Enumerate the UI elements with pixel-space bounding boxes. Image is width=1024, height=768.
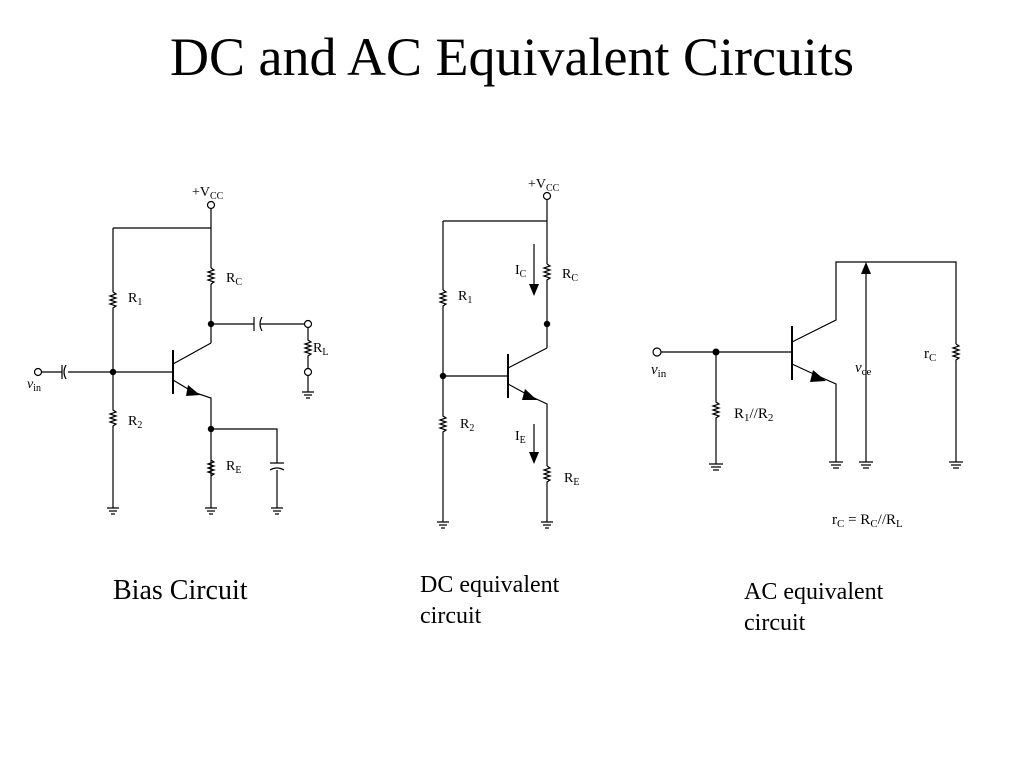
dc-re-label: RE <box>564 471 579 488</box>
dc-vcc-terminal <box>542 191 552 201</box>
bias-rl-resistor <box>303 328 313 368</box>
dc-emitter-arrow <box>522 389 537 400</box>
dc-rc-resistor <box>542 263 552 348</box>
ac-rc-equation: rC = RC//RL <box>832 512 903 530</box>
bias-bypass-capacitor <box>269 462 285 471</box>
ac-vce-label: vce <box>855 360 872 378</box>
bias-rc-resistor <box>206 267 216 285</box>
ac-ground-symbols <box>709 461 963 471</box>
dc-transistor-leads <box>507 347 548 466</box>
bias-r1-resistor <box>108 291 118 372</box>
bias-vcc-terminal <box>206 200 216 210</box>
bias-vin-label: vin <box>27 377 41 394</box>
bias-vin-terminal <box>33 367 43 377</box>
ac-circuit: vin R1//R2 rC vce rC = RC//RL <box>651 261 963 530</box>
bias-vcc-label: +VCC <box>192 185 224 202</box>
dc-ground-symbols <box>437 521 553 529</box>
bias-rl-terminal <box>303 367 313 377</box>
bias-emitter-arrow <box>186 385 200 396</box>
bias-r1-label: R1 <box>128 291 142 308</box>
dc-r2-label: R2 <box>460 417 474 434</box>
ac-vin-label: vin <box>651 362 667 380</box>
dc-circuit-caption: DC equivalent circuit <box>420 572 560 630</box>
ac-rpar-label: R1//R2 <box>734 406 773 424</box>
bias-rl-label: RL <box>313 341 328 358</box>
bias-bypass-wire <box>211 428 278 508</box>
ac-circuit-caption: AC equivalent circuit <box>744 579 884 637</box>
dc-vcc-label: +VCC <box>528 177 560 194</box>
ac-rpar-resistor <box>711 352 721 464</box>
bias-circuit-caption: Bias Circuit <box>113 575 248 606</box>
bias-circuit: +VCC RC R1 vin R2 RL <box>27 185 328 515</box>
dc-circuit: +VCC RC IC R1 R2 IE RE <box>437 177 579 529</box>
dc-re-resistor <box>542 465 552 522</box>
bias-output-capacitor <box>253 316 263 332</box>
bias-out-terminal <box>303 319 313 329</box>
bias-re-label: RE <box>226 459 241 476</box>
ac-vce-arrow-head <box>861 262 871 274</box>
slide-title: DC and AC Equivalent Circuits <box>170 27 854 87</box>
dc-collector-node <box>543 320 551 328</box>
dc-r1-resistor <box>438 289 448 522</box>
dc-ie-arrow-head <box>529 452 539 464</box>
bias-rc-label: RC <box>226 271 242 288</box>
ac-emitter-arrow <box>810 370 826 382</box>
dc-r1-label: R1 <box>458 289 472 306</box>
bias-input-capacitor <box>61 364 67 380</box>
bias-r2-label: R2 <box>128 414 142 431</box>
dc-ic-label: IC <box>515 263 527 280</box>
dc-ic-arrow-head <box>529 284 539 296</box>
ac-rc-resistor <box>951 343 961 462</box>
ac-rc-label: rC <box>924 346 936 364</box>
dc-top-wires <box>442 200 548 290</box>
ac-vin-terminal <box>652 347 662 357</box>
bias-transistor-leads <box>172 342 212 508</box>
bias-re-resistor <box>206 459 216 477</box>
dc-rc-label: RC <box>562 267 578 284</box>
bias-r2-resistor <box>108 372 118 508</box>
bias-ground-symbols <box>107 391 314 515</box>
bias-top-wires <box>112 209 212 343</box>
dc-ie-label: IE <box>515 429 526 446</box>
